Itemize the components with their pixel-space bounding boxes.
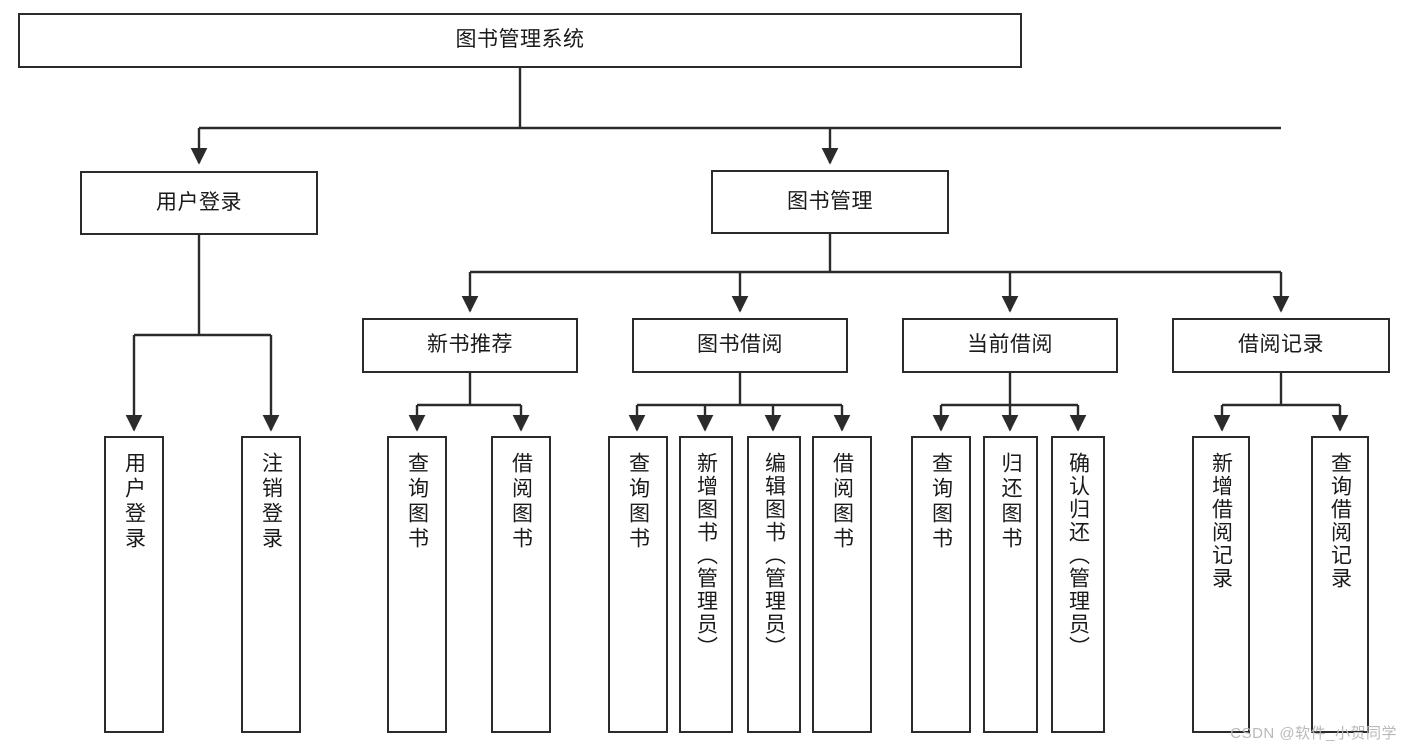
node-label: 编辑图书（管理员） (762, 452, 786, 659)
leaf-current-return-book[interactable]: 归还图书 (983, 436, 1038, 733)
leaf-borrow-add-book-admin[interactable]: 新增图书（管理员） (679, 436, 733, 733)
leaf-newbook-query-book[interactable]: 查询图书 (387, 436, 447, 733)
leaf-newbook-borrow-book[interactable]: 借阅图书 (491, 436, 551, 733)
node-root-system[interactable]: 图书管理系统 (18, 13, 1022, 68)
node-new-book-recommend[interactable]: 新书推荐 (362, 318, 578, 373)
node-label: 归还图书 (999, 452, 1022, 552)
node-label: 查询借阅记录 (1328, 452, 1352, 590)
leaf-record-add-record[interactable]: 新增借阅记录 (1192, 436, 1250, 733)
node-user-login[interactable]: 用户登录 (80, 171, 318, 235)
node-label: 当前借阅 (967, 333, 1053, 357)
node-label: 新增借阅记录 (1209, 452, 1233, 590)
node-label: 查询图书 (405, 452, 429, 552)
node-current-borrow[interactable]: 当前借阅 (902, 318, 1118, 373)
leaf-borrow-edit-book-admin[interactable]: 编辑图书（管理员） (747, 436, 801, 733)
node-label: 注销登录 (259, 452, 283, 552)
leaf-current-confirm-return-admin[interactable]: 确认归还（管理员） (1051, 436, 1105, 733)
node-label: 借阅图书 (509, 452, 533, 552)
node-label: 新增图书（管理员） (694, 452, 718, 659)
node-borrow-record[interactable]: 借阅记录 (1172, 318, 1390, 373)
leaf-borrow-borrow-book[interactable]: 借阅图书 (812, 436, 872, 733)
leaf-borrow-query-book[interactable]: 查询图书 (608, 436, 668, 733)
node-label: 查询图书 (626, 452, 650, 552)
node-label: 用户登录 (156, 190, 242, 214)
node-label: 确认归还（管理员） (1066, 452, 1090, 659)
node-label: 图书借阅 (697, 333, 783, 357)
node-label: 新书推荐 (427, 333, 513, 357)
leaf-current-query-book[interactable]: 查询图书 (911, 436, 971, 733)
node-label: 借阅记录 (1238, 333, 1324, 357)
leaf-user-logout[interactable]: 注销登录 (241, 436, 301, 733)
leaf-user-login[interactable]: 用户登录 (104, 436, 164, 733)
leaf-record-query-record[interactable]: 查询借阅记录 (1311, 436, 1369, 733)
node-label: 图书管理 (787, 189, 873, 213)
node-label: 查询图书 (929, 452, 953, 552)
node-label: 借阅图书 (830, 452, 854, 552)
node-label: 图书管理系统 (455, 28, 585, 52)
node-book-borrow[interactable]: 图书借阅 (632, 318, 848, 373)
csdn-watermark: CSDN @软件_小贺同学 (1230, 725, 1397, 742)
node-book-management[interactable]: 图书管理 (711, 170, 949, 234)
node-label: 用户登录 (122, 452, 146, 552)
